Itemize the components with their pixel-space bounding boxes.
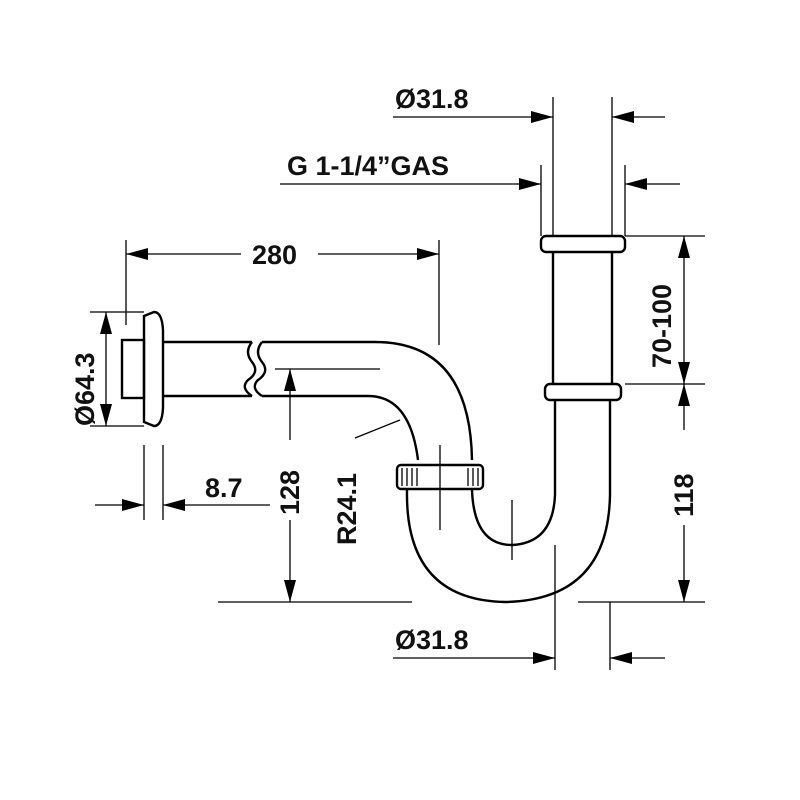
dim-trap-height: 118 xyxy=(669,473,699,517)
pipe-body xyxy=(120,234,627,604)
dim-rosette-diameter: Ø64.3 xyxy=(70,352,100,426)
dim-height-adjust: 70-100 xyxy=(647,284,677,368)
lower-nut xyxy=(543,382,623,402)
wall-flange xyxy=(142,310,165,428)
dimension-labels: Ø31.8 G 1-1/4”GAS 280 Ø64.3 70-100 128 R… xyxy=(70,84,699,655)
dim-thread: G 1-1/4”GAS xyxy=(287,151,449,181)
break-line-right xyxy=(253,341,267,397)
u-bend-outer xyxy=(405,489,612,604)
dim-bend-radius: R24.1 xyxy=(332,473,362,545)
dim-length: 280 xyxy=(252,240,297,270)
top-nut xyxy=(539,234,627,254)
u-bend-inner xyxy=(470,489,557,547)
dim-offset: 8.7 xyxy=(205,473,243,503)
dimension-lines xyxy=(90,97,705,670)
dim-drop: 128 xyxy=(275,470,305,515)
dim-bottom-diameter: Ø31.8 xyxy=(395,625,469,655)
flange-neck xyxy=(120,338,146,400)
dim-top-diameter: Ø31.8 xyxy=(395,84,469,114)
break-line-left xyxy=(243,341,257,397)
